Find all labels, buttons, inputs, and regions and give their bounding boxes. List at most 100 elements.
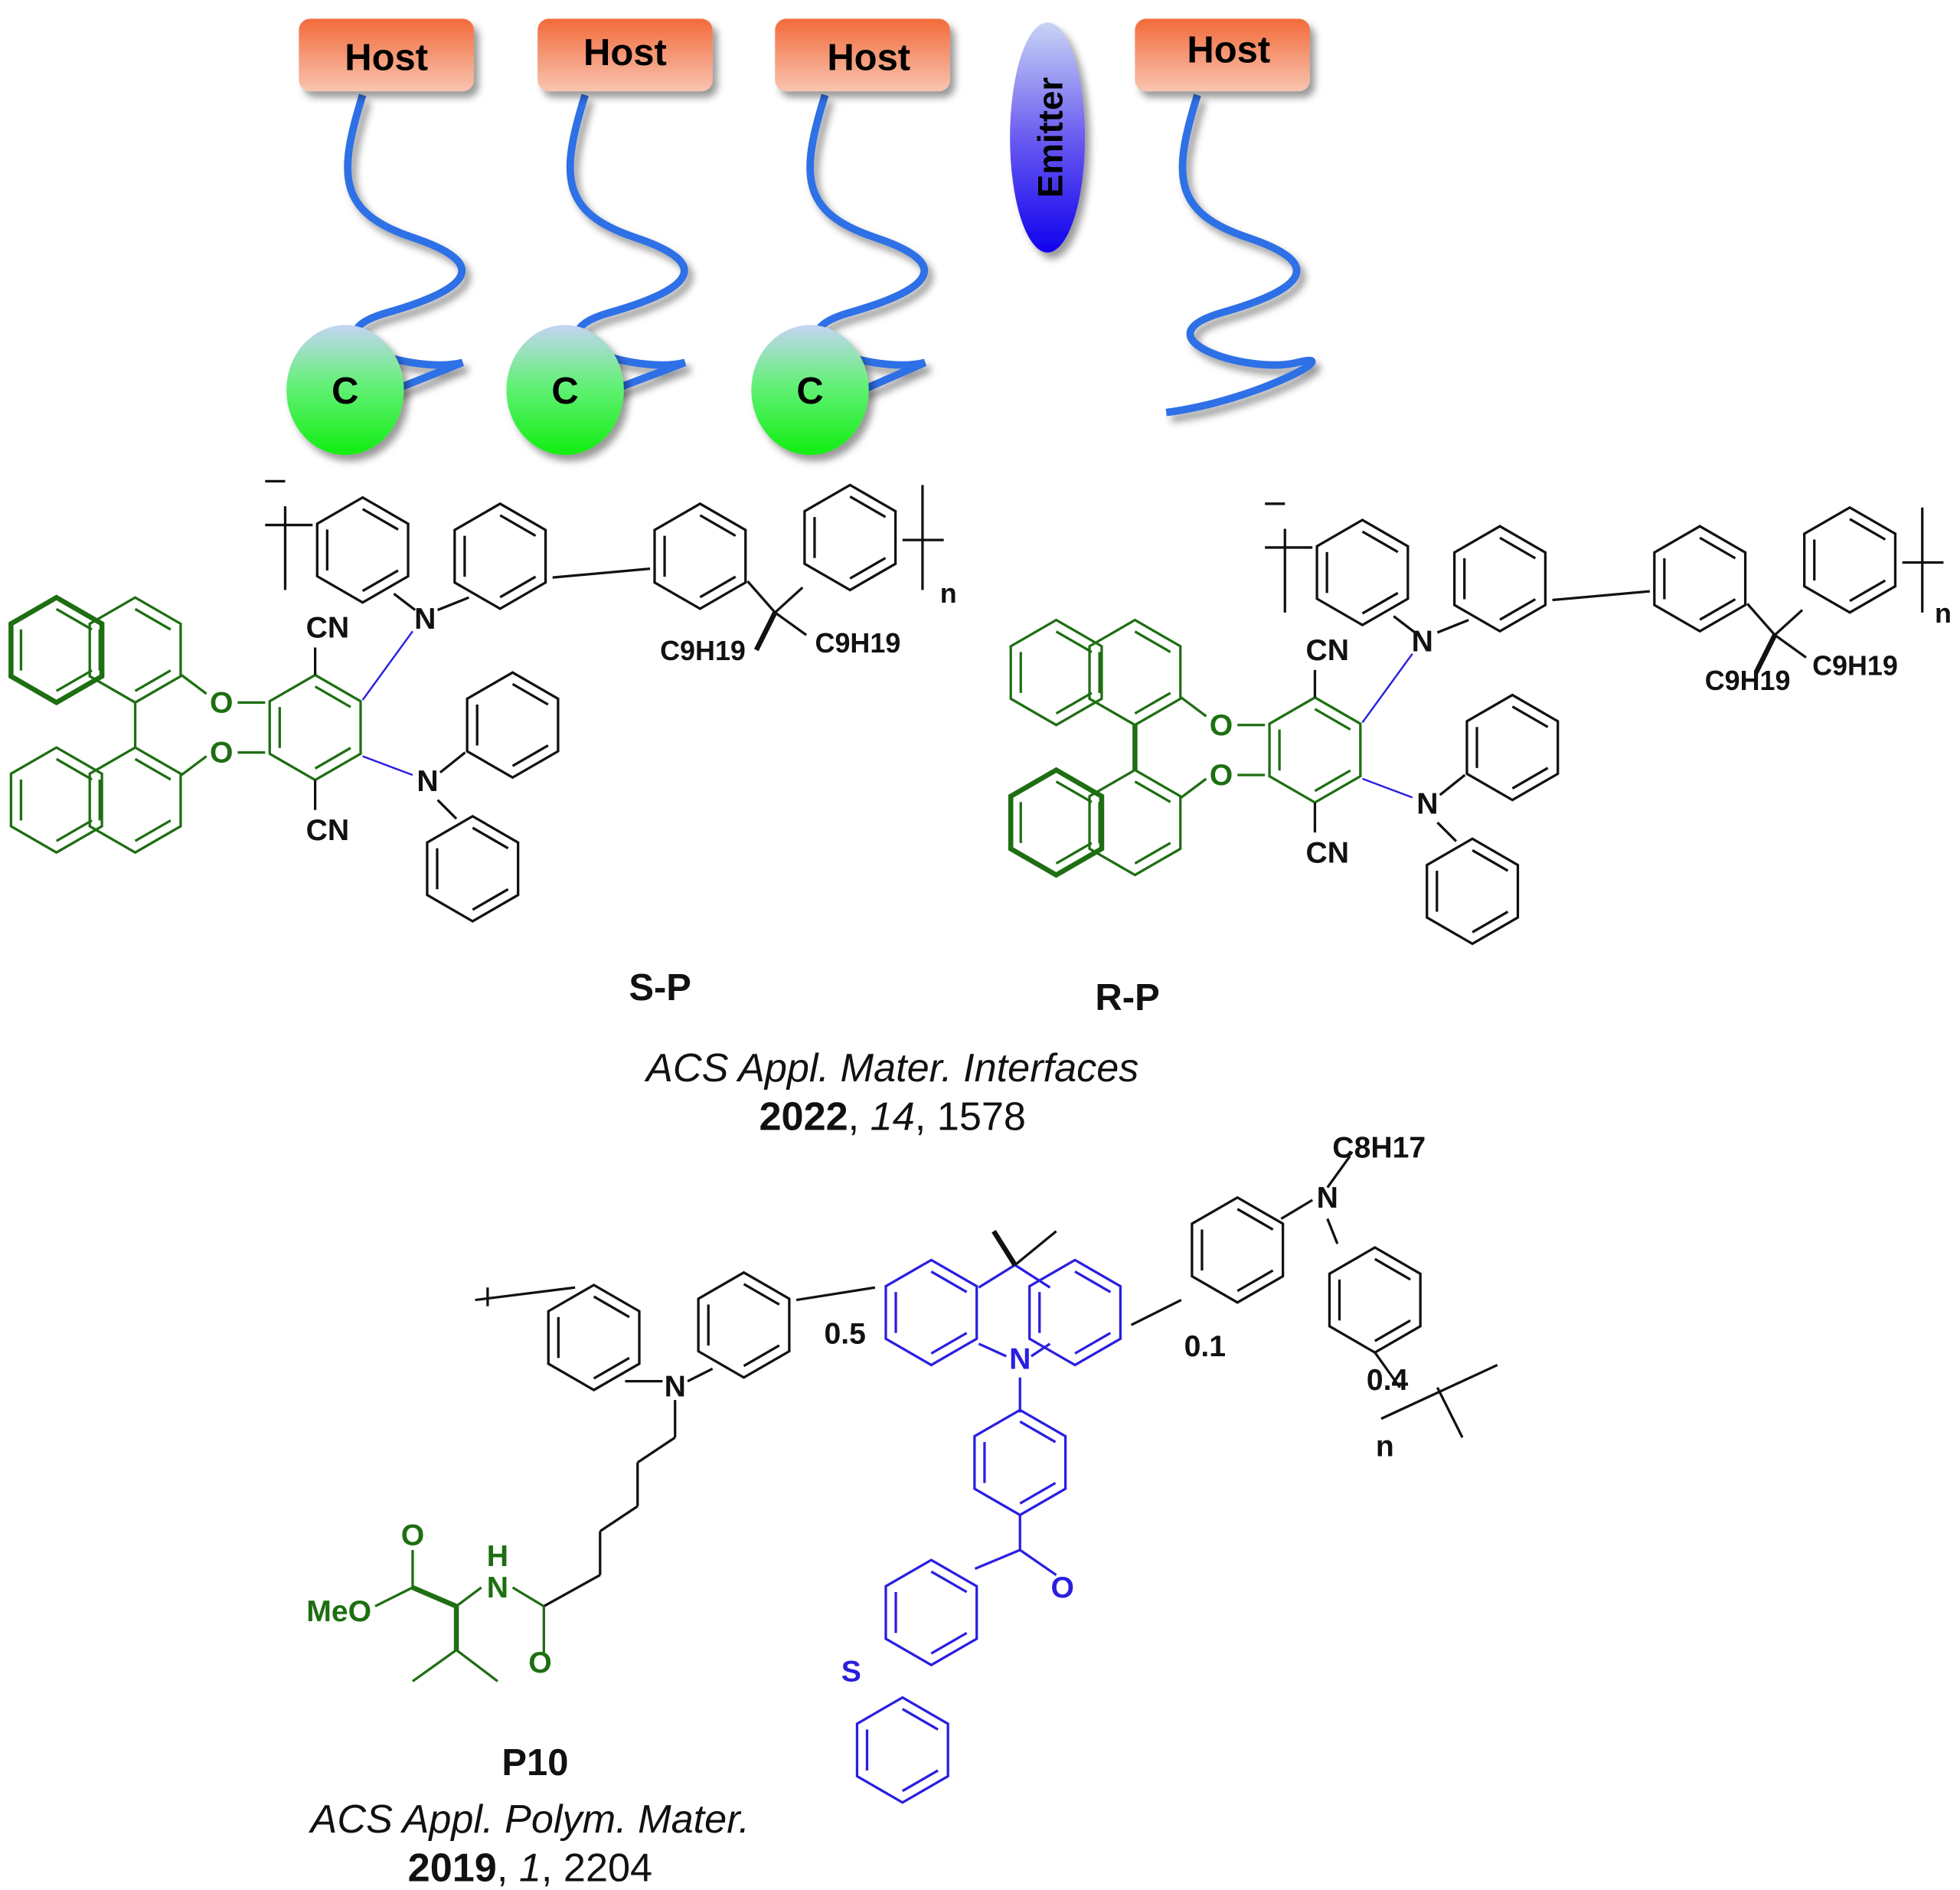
- ring: [1268, 695, 1362, 804]
- n-label: N: [1412, 625, 1433, 658]
- double-bond: [55, 757, 93, 781]
- o-label: O: [401, 1519, 424, 1552]
- double-bond: [699, 514, 737, 538]
- bond: [1130, 1299, 1182, 1326]
- bond: [636, 1436, 676, 1464]
- o-label: O: [1210, 759, 1233, 792]
- bond: [974, 1548, 1021, 1571]
- citation-sep: ,: [497, 1846, 519, 1890]
- citation-year: 2019: [408, 1846, 497, 1890]
- compound-name: S-P: [629, 967, 691, 1009]
- double-bond: [55, 819, 93, 842]
- ring: [1453, 525, 1547, 633]
- ring: [884, 1558, 978, 1667]
- h-label: H: [487, 1540, 508, 1573]
- alkyl-label: C8H17: [1332, 1131, 1426, 1164]
- host-unit: Host: [1135, 18, 1310, 92]
- double-bond: [930, 1270, 968, 1293]
- flexible-chain: [1165, 93, 1316, 417]
- compound-name: P10: [501, 1742, 568, 1784]
- compound-name: R-P: [1095, 977, 1159, 1019]
- host-unit: Host: [299, 18, 474, 92]
- double-bond: [1361, 530, 1399, 554]
- double-bond: [472, 826, 509, 850]
- double-bond: [55, 669, 93, 692]
- double-bond: [134, 757, 172, 781]
- double-bond: [134, 819, 172, 842]
- ring: [1008, 767, 1105, 878]
- bond: [511, 1586, 545, 1607]
- ring: [315, 495, 410, 604]
- ring: [1088, 768, 1182, 877]
- host-label: Host: [345, 37, 428, 78]
- bond: [411, 1584, 458, 1609]
- bond: [1774, 609, 1804, 636]
- citation-pages: , 2204: [541, 1846, 652, 1890]
- double-bond: [1134, 780, 1171, 803]
- bond: [1753, 633, 1778, 674]
- double-bond: [1236, 1269, 1274, 1293]
- bond: [1180, 696, 1207, 718]
- bond: [439, 751, 466, 774]
- bond: [456, 1586, 482, 1607]
- double-bond: [134, 607, 172, 631]
- n-label: N: [1416, 788, 1438, 821]
- structure-sp: CN CN N N O O C9H19 C9H19 n S-P: [210, 577, 957, 1009]
- bond: [1326, 1155, 1351, 1189]
- double-bond: [593, 1356, 630, 1380]
- citation-journal: ACS Appl. Polym. Mater.: [309, 1797, 750, 1842]
- bond: [1436, 619, 1469, 634]
- bond: [1393, 615, 1416, 634]
- chiral-label: C: [796, 371, 823, 412]
- double-bond: [1134, 842, 1171, 865]
- double-bond: [901, 1708, 939, 1731]
- bond: [361, 630, 413, 701]
- n-label: N: [487, 1571, 508, 1604]
- double-bond: [849, 495, 887, 518]
- ring: [9, 746, 103, 855]
- double-bond: [511, 682, 549, 706]
- double-bond: [361, 569, 399, 593]
- alkyl-label: C9H19: [1812, 649, 1898, 681]
- double-bond: [1849, 579, 1886, 603]
- ring: [1191, 1195, 1285, 1304]
- bond: [978, 1342, 1007, 1358]
- double-bond: [1511, 705, 1549, 728]
- citation-volume: 14: [871, 1095, 915, 1140]
- double-bond: [134, 669, 172, 692]
- ring: [1315, 518, 1410, 627]
- n-label: N: [665, 1370, 686, 1403]
- o-label: O: [1210, 709, 1233, 742]
- cn-label: CN: [1305, 836, 1349, 869]
- n-label: N: [1009, 1342, 1031, 1375]
- double-bond: [1314, 708, 1351, 731]
- host-label: Host: [583, 32, 667, 74]
- ring: [426, 814, 520, 923]
- double-bond: [55, 607, 93, 631]
- host-label: Host: [1187, 30, 1270, 71]
- bond: [1746, 603, 1776, 636]
- bond: [991, 1230, 1018, 1267]
- double-bond: [511, 744, 549, 767]
- bond: [753, 611, 778, 652]
- cn-label: CN: [306, 611, 350, 644]
- bond: [374, 1586, 413, 1607]
- double-bond: [1019, 1420, 1057, 1444]
- double-bond: [1374, 1257, 1411, 1281]
- double-bond: [699, 575, 737, 599]
- fraction-label: 0.4: [1367, 1364, 1409, 1397]
- double-bond: [1074, 1332, 1112, 1355]
- repeat-n: n: [1935, 597, 1952, 629]
- alkyl-label: C9H19: [1705, 665, 1791, 696]
- double-bond: [1134, 630, 1171, 653]
- bond: [1436, 1387, 1464, 1438]
- bond: [180, 674, 207, 695]
- double-bond: [1472, 849, 1509, 872]
- meo-label: MeO: [306, 1595, 371, 1628]
- ring: [88, 746, 182, 855]
- o-label: O: [210, 686, 233, 719]
- n-label: N: [414, 603, 436, 636]
- bond: [978, 1264, 1016, 1289]
- bond: [1280, 1198, 1314, 1220]
- double-bond: [901, 1769, 939, 1793]
